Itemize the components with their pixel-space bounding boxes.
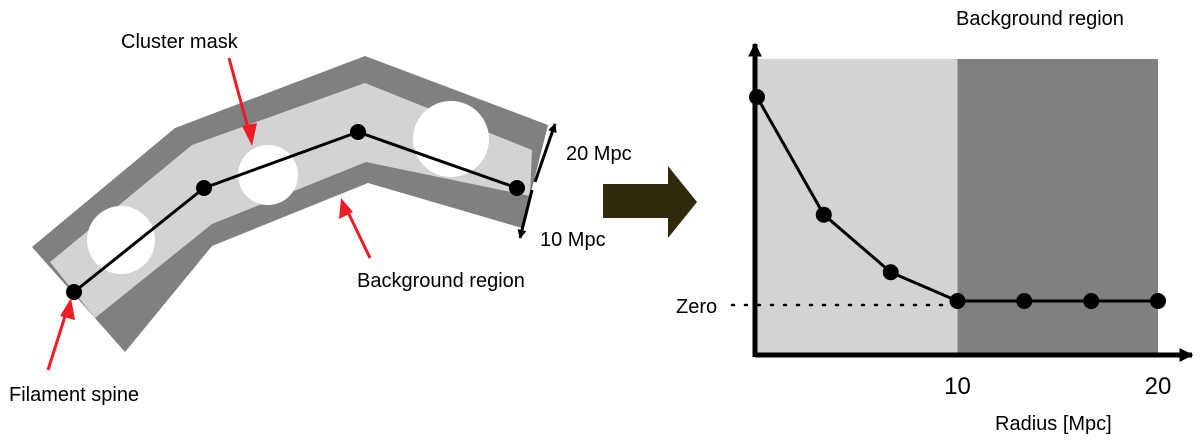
transition-arrow (603, 166, 697, 238)
filament-schematic: Cluster mask Filament spine Background r… (9, 31, 632, 406)
cluster-mask-circle (238, 145, 298, 205)
width-20mpc-label: 20 Mpc (566, 143, 632, 165)
background-region-label: Background region (357, 270, 525, 292)
x-axis-label: Radius [Mpc] (995, 413, 1112, 435)
background-band-outer (32, 56, 548, 352)
dimension-arrow-10mpc (517, 189, 534, 239)
annotation-arrow-background (345, 209, 372, 259)
x-tick-labels: 10 20 (944, 373, 1171, 400)
filament-band-inner (50, 83, 532, 318)
annotation-arrow-spine (46, 309, 69, 371)
cluster-mask-label: Cluster mask (121, 31, 239, 53)
filament-spine-line (73, 130, 518, 294)
filament-region-band (757, 59, 958, 355)
profile-point (1150, 293, 1166, 309)
profile-point (815, 206, 832, 223)
profile-point (949, 293, 966, 309)
filament-spine-label: Filament spine (9, 384, 139, 406)
zero-label: Zero (676, 296, 717, 318)
cluster-mask-circle (87, 206, 155, 274)
annotation-arrowhead (242, 123, 257, 146)
profile-point (1083, 293, 1100, 309)
annotation-arrowhead (339, 198, 353, 219)
profile-point (1016, 293, 1033, 309)
background-region-band (957, 59, 1158, 355)
profile-point (882, 264, 899, 281)
chart-title: Background region (956, 8, 1124, 30)
profile-chart: 10 20 Background region Zero Radius [Mpc] (676, 8, 1194, 435)
spine-node (350, 124, 366, 140)
spine-node (196, 180, 212, 196)
width-10mpc-label: 10 Mpc (540, 229, 606, 251)
dimension-arrow-20mpc (533, 123, 557, 183)
x-tick-label: 10 (944, 373, 971, 400)
annotation-arrowhead (60, 298, 75, 320)
annotation-arrow-cluster-mask (227, 57, 251, 133)
spine-node (509, 180, 525, 196)
spine-node (66, 284, 82, 300)
x-tick-label: 20 (1145, 373, 1172, 400)
